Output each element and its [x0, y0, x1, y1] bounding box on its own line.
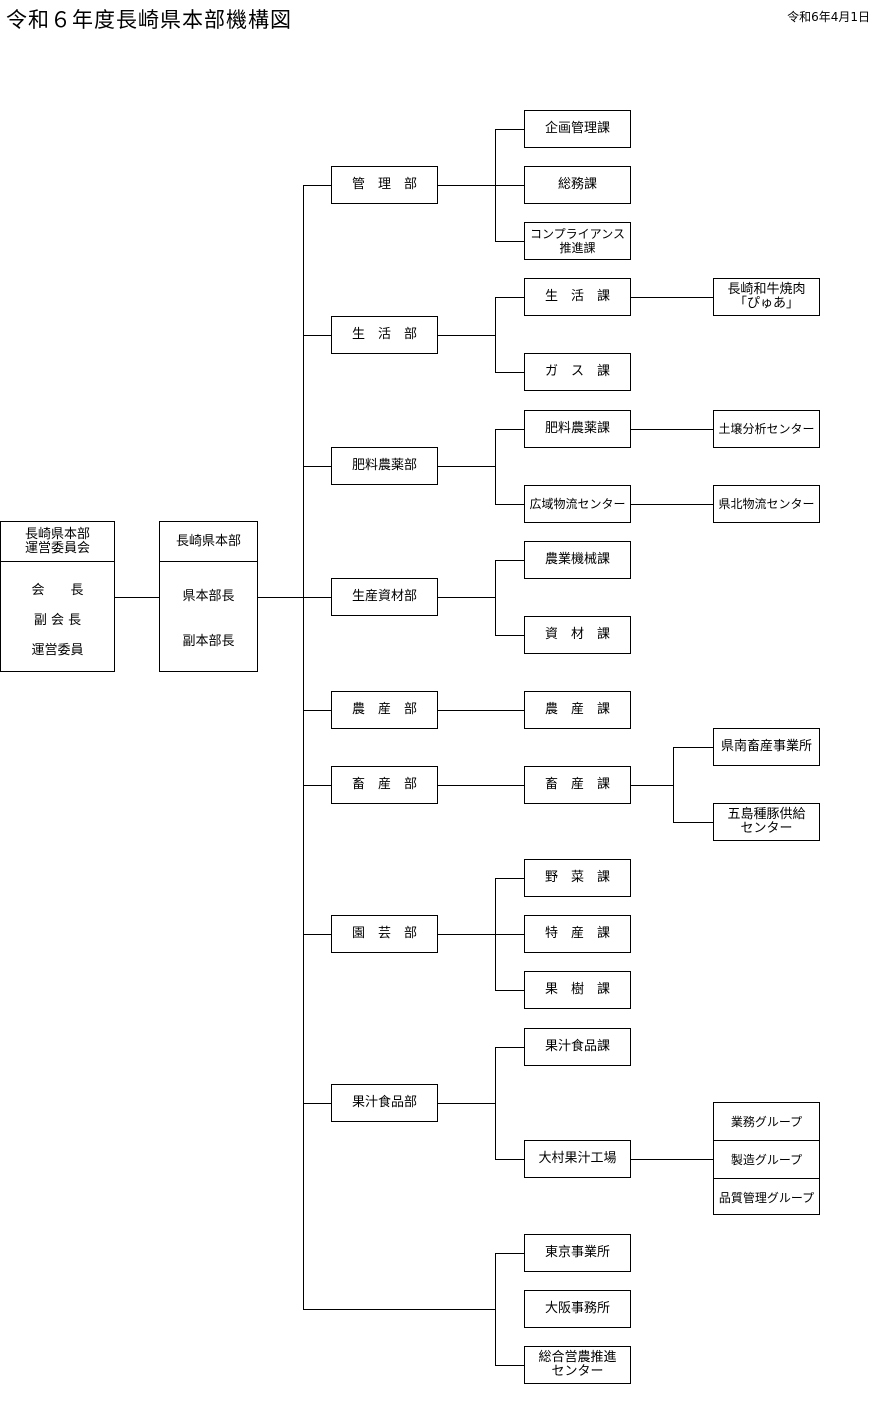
connector	[438, 466, 495, 467]
section-box: 果 樹 課	[524, 971, 631, 1009]
connector	[631, 504, 713, 505]
connector	[303, 335, 331, 336]
dept-box: 園 芸 部	[331, 915, 438, 953]
connector	[673, 747, 674, 822]
dept-box: 畜 産 部	[331, 766, 438, 804]
sub-unit-box: 県南畜産事業所	[713, 728, 820, 766]
sub-unit-box: 土壌分析センター	[713, 410, 820, 448]
committee-member: 副 会 長	[33, 613, 82, 628]
office-box: 大阪事務所	[524, 1290, 631, 1328]
sub-unit-box: 長崎和牛焼肉 「ぴゅあ」	[713, 278, 820, 316]
committee-member: 運営委員	[31, 643, 84, 658]
connector	[495, 297, 524, 298]
group-label: 業務グループ	[714, 1103, 819, 1141]
connector	[495, 185, 524, 186]
connector	[303, 1309, 495, 1310]
section-box: 野 菜 課	[524, 859, 631, 897]
committee-member: 会 長	[31, 583, 84, 598]
connector	[673, 822, 713, 823]
connector	[495, 878, 524, 879]
connector	[303, 597, 331, 598]
connector	[438, 710, 524, 711]
section-box: 肥料農薬課	[524, 410, 631, 448]
dept-box: 管 理 部	[331, 166, 438, 204]
connector	[631, 785, 673, 786]
dept-box: 生産資材部	[331, 578, 438, 616]
connector	[495, 129, 524, 130]
connector	[495, 297, 496, 372]
section-box: 広域物流センター	[524, 485, 631, 523]
group-label: 製造グループ	[714, 1141, 819, 1179]
connector	[495, 635, 524, 636]
connector	[438, 785, 524, 786]
section-box: 資 材 課	[524, 616, 631, 654]
connector	[495, 241, 524, 242]
section-box: 農 産 課	[524, 691, 631, 729]
section-box: ガ ス 課	[524, 353, 631, 391]
connector	[303, 1103, 331, 1104]
connector	[438, 335, 495, 336]
connector	[495, 990, 524, 991]
connector	[303, 185, 331, 186]
connector	[495, 372, 524, 373]
committee-title: 長崎県本部 運営委員会	[1, 522, 114, 562]
connector	[438, 597, 495, 598]
connector	[495, 1047, 524, 1048]
connector	[438, 185, 495, 186]
hq-title: 長崎県本部	[160, 522, 257, 562]
connector	[495, 429, 524, 430]
dept-box: 果汁食品部	[331, 1084, 438, 1122]
section-box: 特 産 課	[524, 915, 631, 953]
connector	[495, 560, 496, 635]
connector	[303, 466, 331, 467]
connector	[495, 1253, 524, 1254]
section-box: 畜 産 課	[524, 766, 631, 804]
connector	[631, 297, 713, 298]
section-box: 企画管理課	[524, 110, 631, 148]
office-box: 総合営農推進 センター	[524, 1346, 631, 1384]
connector	[303, 934, 331, 935]
section-box: 大村果汁工場	[524, 1140, 631, 1178]
page-title: 令和６年度長崎県本部機構図	[6, 8, 292, 32]
connector	[258, 597, 303, 598]
connector	[495, 1365, 524, 1366]
section-box: 農業機械課	[524, 541, 631, 579]
office-box: 東京事業所	[524, 1234, 631, 1272]
trunk-line	[303, 185, 304, 1309]
connector	[495, 1159, 524, 1160]
group-label: 品質管理グループ	[718, 1191, 815, 1205]
connector	[495, 429, 496, 504]
connector	[495, 560, 524, 561]
section-box: コンプライアンス 推進課	[524, 222, 631, 260]
date-label: 令和6年4月1日	[787, 10, 870, 24]
hq-member: 県本部長	[182, 589, 235, 604]
dept-box: 農 産 部	[331, 691, 438, 729]
hq-box: 長崎県本部 県本部長 副本部長	[159, 521, 258, 672]
sub-unit-box: 県北物流センター	[713, 485, 820, 523]
connector	[673, 747, 713, 748]
connector	[115, 597, 159, 598]
factory-groups-box: 業務グループ 製造グループ 品質管理グループ	[713, 1102, 820, 1215]
connector	[495, 934, 524, 935]
section-box: 総務課	[524, 166, 631, 204]
section-box: 生 活 課	[524, 278, 631, 316]
dept-box: 肥料農薬部	[331, 447, 438, 485]
connector	[303, 710, 331, 711]
connector	[495, 1047, 496, 1159]
connector	[631, 429, 713, 430]
section-box: 果汁食品課	[524, 1028, 631, 1066]
connector	[495, 1253, 496, 1365]
connector	[631, 1159, 713, 1160]
connector	[438, 934, 495, 935]
connector	[495, 504, 524, 505]
committee-box: 長崎県本部 運営委員会 会 長 副 会 長 運営委員	[0, 521, 115, 672]
connector	[303, 785, 331, 786]
connector	[438, 1103, 495, 1104]
dept-box: 生 活 部	[331, 316, 438, 354]
hq-member: 副本部長	[182, 634, 235, 649]
sub-unit-box: 五島種豚供給 センター	[713, 803, 820, 841]
